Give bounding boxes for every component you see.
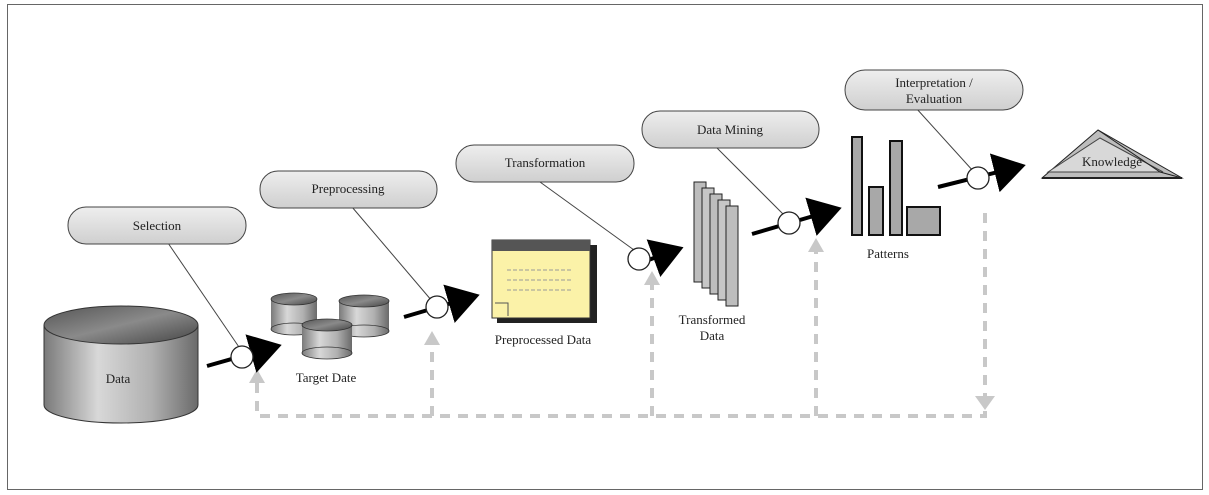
pill-connectors xyxy=(167,107,975,351)
stage-nodes xyxy=(230,166,990,369)
pill-preprocessing: Preprocessing xyxy=(259,170,438,209)
pill-preprocessing-label: Preprocessing xyxy=(312,181,385,196)
pattern-bar-2 xyxy=(868,186,884,236)
pattern-bar-3 xyxy=(889,140,903,236)
node-preprocessing xyxy=(425,295,449,319)
transformed-label-line2: Data xyxy=(700,328,725,343)
preprocessed-notepad xyxy=(491,239,597,323)
pill-data-mining-label: Data Mining xyxy=(697,122,764,137)
target-cylinder-3 xyxy=(301,318,353,360)
feedback-arrowhead-selection xyxy=(249,369,265,383)
transformed-pages xyxy=(693,181,739,307)
pill-transformation: Transformation xyxy=(455,144,635,183)
node-selection xyxy=(230,345,254,369)
feedback-arrowheads xyxy=(249,238,995,410)
feedback-loop xyxy=(255,205,987,418)
data-label: Data xyxy=(106,371,131,386)
pill-selection-label: Selection xyxy=(133,218,182,233)
target-label: Target Date xyxy=(296,370,357,385)
pattern-bar-1 xyxy=(851,136,863,236)
feedback-arrowhead-transformation xyxy=(644,271,660,285)
target-cylinders xyxy=(270,292,390,360)
node-mining xyxy=(777,211,801,235)
pill-transformation-label: Transformation xyxy=(505,155,586,170)
pill-interpretation-label-line1: Interpretation / xyxy=(895,75,973,90)
feedback-arrowhead-preprocessing xyxy=(424,331,440,345)
node-interpretation xyxy=(966,166,990,190)
knowledge-label: Knowledge xyxy=(1082,154,1142,169)
preprocessed-label: Preprocessed Data xyxy=(495,332,592,347)
pill-data-mining: Data Mining xyxy=(641,110,820,149)
pill-selection: Selection xyxy=(67,206,247,245)
pill-interpretation: Interpretation / Evaluation xyxy=(844,69,1024,111)
transformed-label-line1: Transformed xyxy=(679,312,746,327)
knowledge-prism xyxy=(1040,129,1184,179)
data-cylinder xyxy=(43,305,199,424)
pattern-bar-4 xyxy=(906,206,941,236)
node-transformation xyxy=(627,247,651,271)
patterns-bars xyxy=(851,136,941,236)
feedback-arrowhead-mining xyxy=(808,238,824,252)
pill-interpretation-label-line2: Evaluation xyxy=(906,91,963,106)
feedback-arrowhead-interpretation xyxy=(975,396,995,410)
patterns-label: Patterns xyxy=(867,246,909,261)
